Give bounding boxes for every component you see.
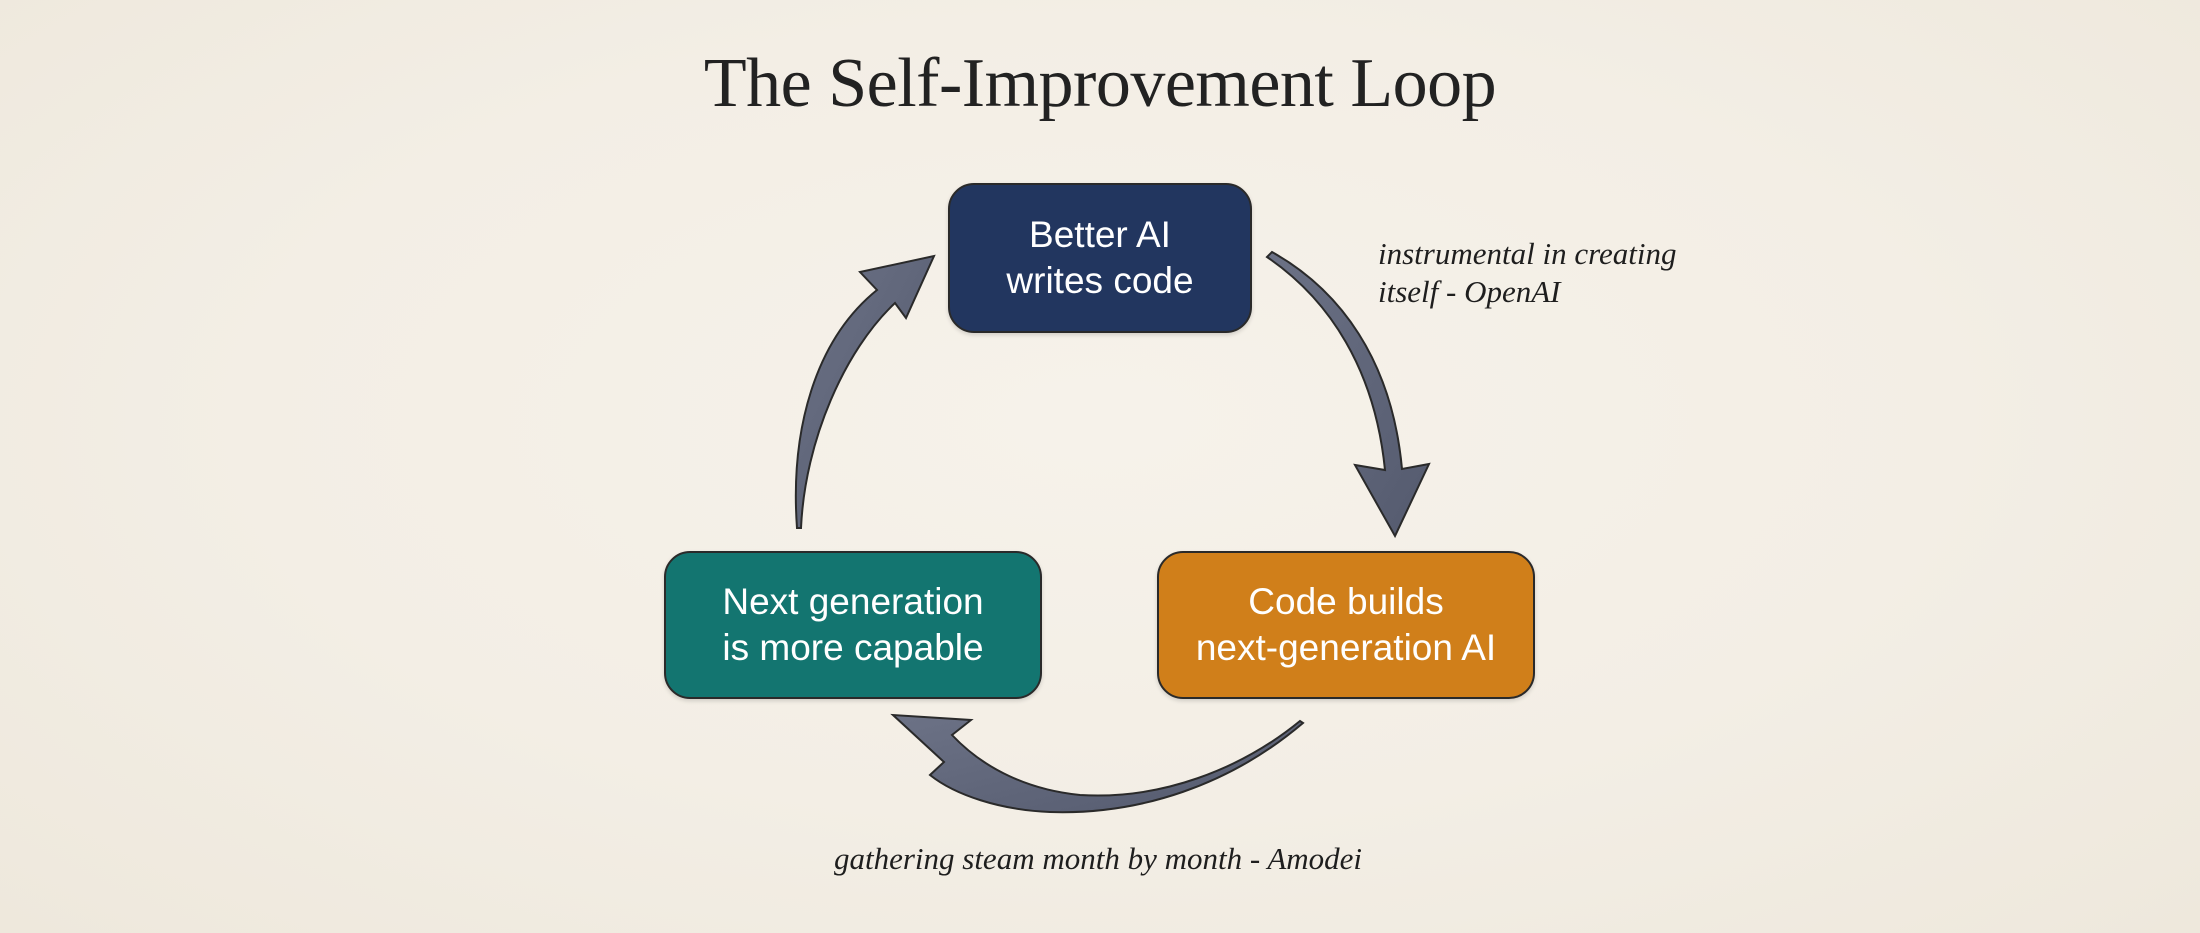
diagram-title: The Self-Improvement Loop	[703, 45, 1497, 122]
node-right-line2: next-generation AI	[1195, 627, 1497, 668]
node-left-line1: Next generation	[722, 581, 984, 622]
curved-arrow-left-icon	[890, 713, 1305, 814]
curved-arrow-down-right-icon	[1265, 250, 1431, 539]
annotation-amodei-quote: gathering steam month by month - Amodei	[0, 840, 2200, 878]
annotation-openai-line1: instrumental in creating	[1378, 236, 1677, 271]
curved-arrow-up-right-icon	[794, 254, 936, 529]
node-top-line1: Better AI	[1029, 214, 1171, 255]
node-code-builds-next-gen-ai: Code builds next-generation AI	[1157, 551, 1535, 699]
node-top-line2: writes code	[1006, 260, 1194, 301]
node-left-line2: is more capable	[722, 627, 984, 668]
node-next-gen-more-capable: Next generation is more capable	[664, 551, 1042, 699]
node-right-line1: Code builds	[1248, 581, 1444, 622]
node-better-ai-writes-code: Better AI writes code	[948, 183, 1252, 333]
annotation-amodei-text: gathering steam month by month - Amodei	[833, 841, 1363, 876]
annotation-openai-quote: instrumental in creating itself - OpenAI	[1378, 235, 1677, 311]
annotation-openai-line2: itself - OpenAI	[1378, 274, 1561, 309]
